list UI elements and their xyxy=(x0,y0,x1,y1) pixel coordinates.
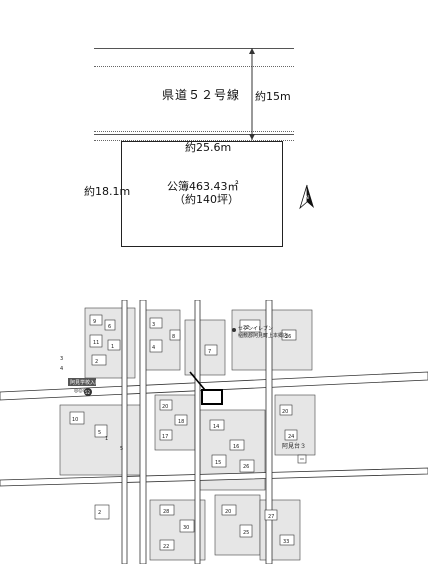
block-number: 2 xyxy=(95,359,98,365)
block-number: 25 xyxy=(243,530,249,536)
block-number: 22 xyxy=(243,325,249,331)
area-label: 公簿463.43㎡ xyxy=(167,180,239,193)
location-map: セブンイレブン 稲敷郡阿見町上本郷店 阿見学校入口 ◎◎◎ 52 阿見台３ 96… xyxy=(0,300,428,564)
block-number: 26 xyxy=(285,334,291,340)
block-number: 9 xyxy=(93,319,96,325)
block-number: 1 xyxy=(105,436,108,442)
block-number: 4 xyxy=(60,366,63,372)
block-number: 2 xyxy=(98,510,101,516)
property-pointer xyxy=(189,371,206,391)
store-icon xyxy=(232,328,236,332)
property-marker xyxy=(201,389,223,405)
block-number: 22 xyxy=(163,544,169,550)
road-centerline-top xyxy=(94,66,294,67)
block-numbers: 9611123487222610520181714161526202428302… xyxy=(60,319,294,550)
map-roads xyxy=(0,300,428,564)
lot-outline xyxy=(121,141,283,247)
bus-stop-sub: ◎◎◎ xyxy=(74,388,88,394)
block-number: 17 xyxy=(162,434,168,440)
block-number: 33 xyxy=(283,539,289,545)
block-number: 24 xyxy=(288,434,294,440)
depth-label: 約18.1m xyxy=(84,185,131,198)
map-buildings xyxy=(69,314,298,551)
block-number: 26 xyxy=(243,464,249,470)
block-number: 3 xyxy=(152,322,155,328)
block-number: 4 xyxy=(152,345,155,351)
block-number: 28 xyxy=(163,509,169,515)
block-number: 30 xyxy=(183,525,189,531)
block-number: 20 xyxy=(225,509,231,515)
road-width-label: 約15m xyxy=(255,90,291,103)
block-number: 20 xyxy=(282,409,288,415)
road-edge-top xyxy=(94,48,294,49)
store-label-2: 稲敷郡阿見町上本郷店 xyxy=(238,332,288,339)
area-tsubo-label: （約140坪） xyxy=(174,193,239,206)
block-number: 6 xyxy=(108,324,111,330)
route-number: 52 xyxy=(85,390,91,395)
block-number: 5 xyxy=(120,446,123,452)
block-number: 1 xyxy=(111,344,114,350)
bus-stop-label: 阿見学校入口 xyxy=(70,379,100,386)
road-shoulder-line xyxy=(94,140,294,141)
block-number: 15 xyxy=(215,460,221,466)
block-number: 16 xyxy=(233,444,239,450)
north-arrow-icon: N xyxy=(299,184,314,210)
block-number: 3 xyxy=(60,356,63,362)
road-edge-bottom xyxy=(94,134,294,135)
block-number: 11 xyxy=(93,340,99,346)
road-label: 県道５２号線 xyxy=(162,88,241,102)
north-symbol: N xyxy=(305,195,309,201)
block-number: 18 xyxy=(178,419,184,425)
block-number: 8 xyxy=(172,334,175,340)
block-number: 5 xyxy=(98,430,101,436)
facility-icon xyxy=(297,454,307,464)
block-number: 27 xyxy=(268,514,274,520)
block-number: 20 xyxy=(162,404,168,410)
road-width-dimension xyxy=(249,48,255,140)
store-label-1: セブンイレブン xyxy=(238,325,273,332)
district-label: 阿見台３ xyxy=(282,442,306,450)
frontage-label: 約25.6m xyxy=(185,141,232,154)
block-number: 14 xyxy=(213,424,219,430)
road-centerline-bottom xyxy=(94,131,294,132)
block-number: 7 xyxy=(208,349,211,355)
block-number: 10 xyxy=(72,417,78,423)
route-marker-icon xyxy=(84,388,92,396)
